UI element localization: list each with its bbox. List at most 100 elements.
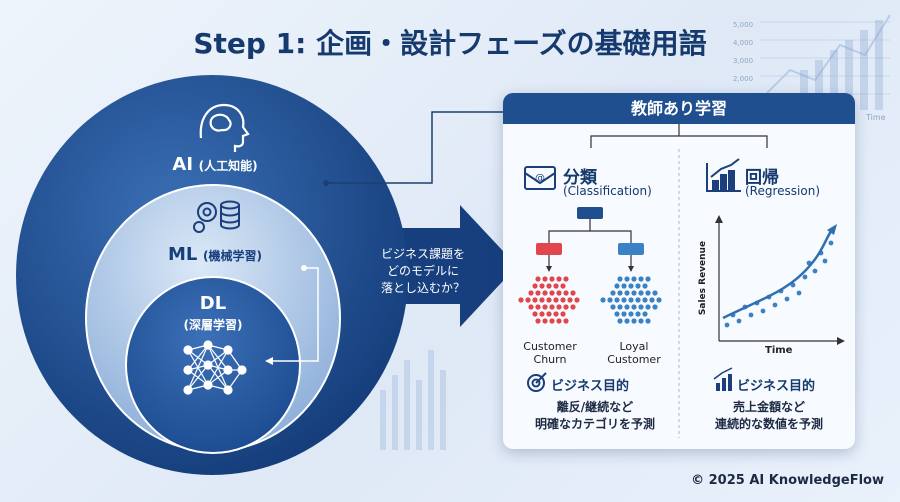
- cluster-dot: [617, 290, 623, 296]
- cluster-dot: [535, 276, 541, 282]
- cluster-dot: [570, 304, 576, 310]
- cluster-dot: [638, 304, 644, 310]
- cluster-dot: [549, 290, 555, 296]
- cluster-dot: [607, 297, 613, 303]
- cluster-dot: [542, 304, 548, 310]
- cluster-dot: [617, 276, 623, 282]
- tree-node-loyal: [618, 243, 644, 255]
- tree-root-node: [577, 207, 603, 219]
- arrow-line: ビジネス課題を: [380, 247, 465, 261]
- regression-plot: [715, 215, 845, 345]
- cluster-dot: [553, 311, 559, 317]
- cluster-dot: [539, 283, 545, 289]
- arrow-text: ビジネス課題を どのモデルに 落とし込むか？: [368, 246, 478, 297]
- cluster-dot: [621, 311, 627, 317]
- classification-subtitle: (Classification): [563, 184, 652, 198]
- bar-chart-icon: [713, 367, 733, 391]
- cluster-dot: [624, 290, 630, 296]
- cluster-dot: [560, 297, 566, 303]
- regression-subtitle: (Regression): [745, 184, 820, 198]
- cluster-dot: [642, 311, 648, 317]
- gears-database-icon: [193, 200, 240, 233]
- regression-dot: [812, 268, 818, 274]
- cluster-dot: [553, 297, 559, 303]
- cluster-dot: [539, 297, 545, 303]
- cluster-dot: [621, 283, 627, 289]
- cluster-dot: [628, 283, 634, 289]
- regression-dot: [796, 290, 802, 296]
- dl-subtitle: (深層学習): [183, 318, 243, 332]
- cluster-dot: [549, 304, 555, 310]
- class-b-line: Loyal: [619, 340, 649, 353]
- ml-label: ML (機械学習): [155, 244, 275, 265]
- cluster-dot: [546, 311, 552, 317]
- cluster-dot: [642, 283, 648, 289]
- cluster-dot: [631, 304, 637, 310]
- cluster-dot: [556, 290, 562, 296]
- cluster-dot: [628, 297, 634, 303]
- cluster-dot: [542, 290, 548, 296]
- regression-ylabel: Sales Revenue: [698, 240, 708, 316]
- cluster-dot: [528, 304, 534, 310]
- regression-dot: [724, 322, 730, 328]
- regression-dot: [748, 312, 754, 318]
- class-a-line: Customer: [523, 340, 577, 353]
- class-a-label: Customer Churn: [515, 340, 585, 366]
- cluster-dot: [645, 276, 651, 282]
- regression-dot: [828, 240, 834, 246]
- cluster-dot: [563, 276, 569, 282]
- regression-dot: [822, 258, 828, 264]
- regression-dot: [802, 274, 808, 280]
- cluster-dot: [628, 311, 634, 317]
- copyright-text: © 2025 AI KnowledgeFlow: [691, 473, 884, 488]
- goal-text-line: 連続的な数値を予測: [714, 417, 823, 431]
- regression-dot: [784, 296, 790, 302]
- cluster-dot: [624, 318, 630, 324]
- goal-text-line: 離反/継続など: [556, 400, 634, 414]
- bg-tick: 3,000: [733, 57, 754, 65]
- cluster-dot: [614, 311, 620, 317]
- cluster-dot: [525, 297, 531, 303]
- cluster-dot: [645, 318, 651, 324]
- ai-label: AI (人工知能): [160, 154, 270, 175]
- cluster-dot: [556, 304, 562, 310]
- class-a-line: Churn: [533, 353, 567, 366]
- regression-xlabel: Time: [765, 345, 793, 356]
- class-b-label: Loyal Customer: [599, 340, 669, 366]
- cluster-dot: [624, 276, 630, 282]
- cluster-dot: [553, 283, 559, 289]
- cluster-dot: [635, 297, 641, 303]
- cluster-dot: [652, 290, 658, 296]
- cluster-dot: [635, 283, 641, 289]
- dl-circle: [125, 276, 301, 454]
- dl-label: DL (深層学習): [163, 293, 263, 333]
- connector-line: [326, 111, 503, 184]
- cluster-dot: [546, 283, 552, 289]
- cluster-dot: [556, 276, 562, 282]
- regression-dot: [736, 318, 742, 324]
- cluster-dot: [528, 290, 534, 296]
- cluster-dot: [656, 297, 662, 303]
- loyal-cluster: [600, 276, 662, 324]
- target-icon: [527, 372, 547, 392]
- cluster-dot: [631, 276, 637, 282]
- ml-title: ML: [168, 244, 198, 265]
- cluster-dot: [567, 297, 573, 303]
- regression-goal-label: ビジネス目的: [737, 379, 816, 394]
- panel-graphics: @: [518, 124, 845, 438]
- page-title: Step 1: 企画・設計フェーズの基礎用語: [193, 27, 707, 60]
- cluster-dot: [563, 290, 569, 296]
- ai-subtitle: (人工知能): [198, 159, 258, 173]
- cluster-dot: [617, 304, 623, 310]
- panel-header: 教師あり学習: [503, 93, 855, 124]
- cluster-dot: [638, 290, 644, 296]
- cluster-dot: [570, 290, 576, 296]
- regression-title: 回帰: [745, 168, 779, 188]
- cluster-dot: [642, 297, 648, 303]
- cluster-dot: [560, 311, 566, 317]
- cluster-dot: [635, 311, 641, 317]
- classification-goal-label: ビジネス目的: [551, 379, 630, 394]
- connector-line-inner: [273, 267, 319, 362]
